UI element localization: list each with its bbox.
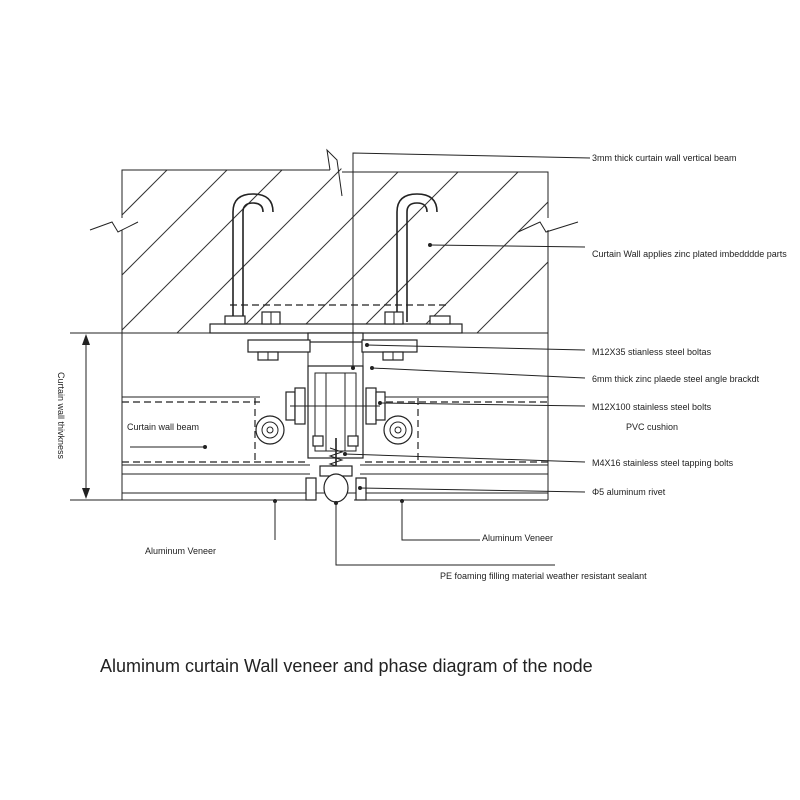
pvc-cushion-left <box>255 415 285 445</box>
diagram-caption: Aluminum curtain Wall veneer and phase d… <box>100 656 593 676</box>
thickness-dimension <box>70 332 122 501</box>
m12x100-bolt <box>285 387 386 425</box>
concrete-wall <box>89 148 579 334</box>
right-j-hook-anchor <box>396 193 438 322</box>
beam-bolt-heads <box>312 435 359 447</box>
pvc-cushion-right <box>383 415 413 445</box>
label-wall-thickness: Curtain wall thivkness <box>56 372 66 460</box>
left-j-hook-anchor <box>232 193 274 322</box>
label-embedded-parts: Curtain Wall applies zinc plated imbeddd… <box>592 249 787 259</box>
label-curtain-wall-beam: Curtain wall beam <box>127 422 199 432</box>
concrete-hatching <box>122 164 548 333</box>
label-sealant: PE foaming filling material weather resi… <box>440 571 647 581</box>
label-pvc-cushion: PVC cushion <box>626 422 678 432</box>
label-aluminum-rivet: Φ5 aluminum rivet <box>592 487 666 497</box>
aluminum-rivet <box>305 465 367 503</box>
leader-lines <box>130 152 591 566</box>
label-veneer-right: Aluminum Veneer <box>482 533 553 543</box>
label-m12x35-bolts: M12X35 stianless steel boltas <box>592 347 712 357</box>
leader-dots <box>203 243 432 505</box>
label-m12x100-bolts: M12X100 stainless steel bolts <box>592 402 712 412</box>
label-veneer-left: Aluminum Veneer <box>145 546 216 556</box>
label-vertical-beam: 3mm thick curtain wall vertical beam <box>592 153 737 163</box>
label-angle-bracket: 6mm thick zinc plaede steel angle brackd… <box>592 374 760 384</box>
label-m4x16-bolts: M4X16 stainless steel tapping bolts <box>592 458 734 468</box>
